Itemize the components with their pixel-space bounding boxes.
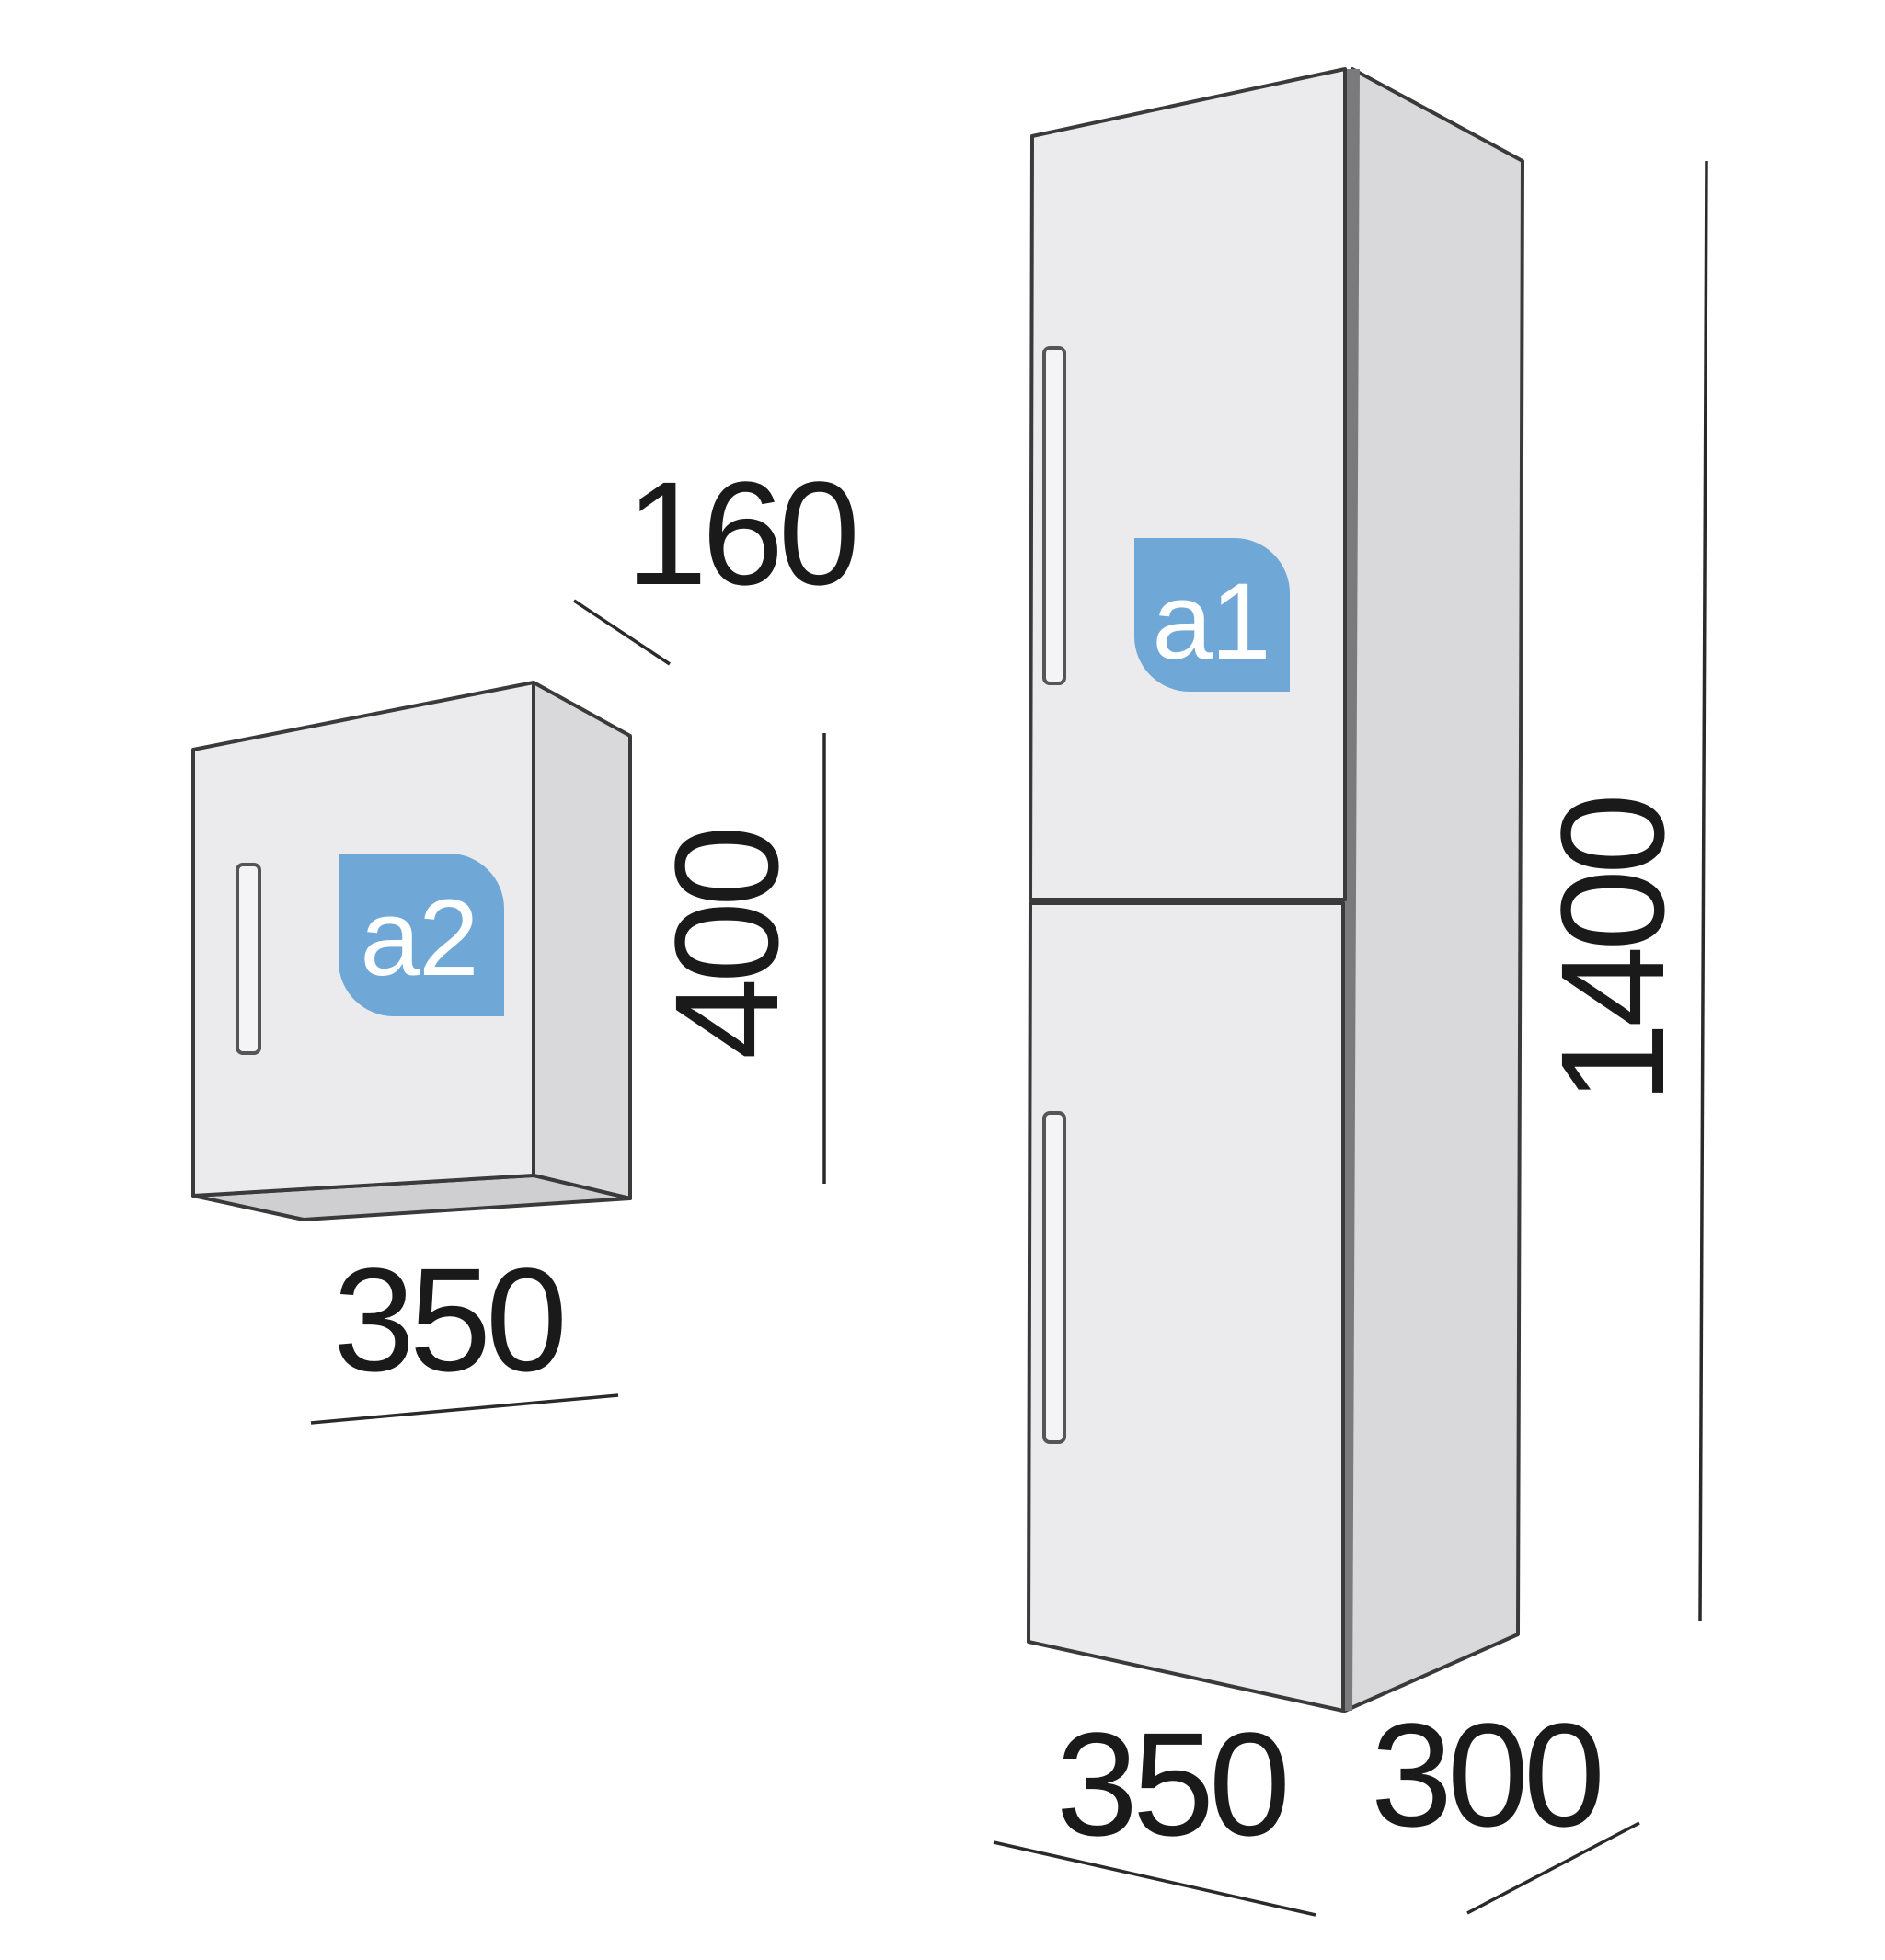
tall-cabinet: a1 (1027, 67, 1524, 1713)
tall-cabinet-lower-handle (1042, 1111, 1066, 1444)
tall-depth-label: 300 (1371, 1692, 1600, 1857)
small-height-label: 400 (644, 831, 809, 1060)
small-depth-label: 160 (626, 451, 855, 615)
badge-shape (339, 854, 504, 1016)
badge-label: a1 (1152, 561, 1269, 682)
small-cabinet-side (532, 681, 632, 1200)
tall-height-label: 1400 (1530, 798, 1695, 1104)
small-depth-dimension-line (573, 599, 671, 666)
tall-width-label: 350 (1056, 1702, 1285, 1866)
tall-height-dimension-line (1698, 160, 1708, 1622)
small-cabinet-badge: a2 (339, 854, 504, 1016)
tall-cabinet-badge: a1 (1134, 538, 1290, 692)
small-width-dimension-line (310, 1393, 619, 1425)
badge-label: a2 (360, 877, 477, 999)
small-width-label: 350 (333, 1237, 562, 1402)
small-cabinet: a2 (191, 681, 632, 1221)
small-cabinet-handle (236, 863, 261, 1055)
tall-width-dimension-line (993, 1840, 1316, 1917)
badge-shape (1134, 538, 1290, 692)
tall-depth-dimension-line (1466, 1821, 1640, 1915)
tall-cabinet-upper-door (1029, 67, 1347, 901)
tall-cabinet-lower-door (1027, 901, 1345, 1713)
tall-cabinet-upper-handle (1042, 346, 1066, 685)
tall-cabinet-side (1343, 67, 1524, 1713)
